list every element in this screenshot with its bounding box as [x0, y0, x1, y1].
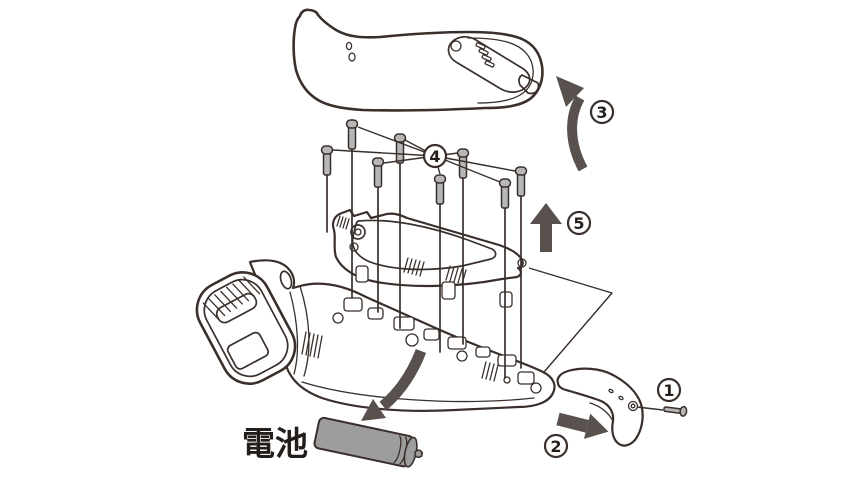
end-cap-screw-boss: [627, 400, 639, 412]
end-cap-screw: [663, 405, 688, 417]
screw: [498, 178, 512, 379]
end-cap-screw-leader: [636, 406, 664, 411]
cover-vent-slots: [475, 42, 495, 68]
chassis-hatch-left: [336, 215, 350, 230]
screw: [433, 174, 447, 353]
lift-arrowhead: [556, 76, 584, 107]
cover-inner-rim: [467, 37, 534, 104]
slide-arrow: [556, 412, 609, 439]
end-cap: [556, 367, 644, 447]
svg-text:2: 2: [550, 437, 561, 456]
battery-arrowhead: [361, 399, 386, 421]
shaver-head: [195, 271, 297, 385]
svg-text:3: 3: [596, 103, 607, 122]
battery-label: 電池: [242, 424, 308, 463]
up-arrow: [530, 203, 562, 252]
svg-text:4: 4: [429, 147, 440, 166]
cover-hole-2: [348, 52, 356, 62]
head-foil-hatch: [202, 276, 261, 321]
step-badge-5: 5: [566, 210, 592, 236]
chassis-hook-tabs: [355, 265, 513, 308]
cover-hole-1: [345, 41, 353, 51]
chassis-bearing: [350, 224, 366, 240]
cover-corner-detail: [518, 74, 540, 95]
chassis-end-hole: [517, 258, 527, 268]
body-hatch-2: [481, 361, 499, 382]
chassis-hole: [349, 242, 359, 252]
screw: [514, 166, 528, 369]
body-hatch-1: [301, 331, 323, 359]
body-slot-hole: [279, 270, 293, 290]
cover-recess-boss: [450, 40, 462, 52]
battery-arrow: [361, 348, 427, 421]
screws-group: [320, 119, 528, 379]
end-cap-leader-lines: [528, 267, 613, 380]
screw: [320, 145, 334, 233]
cover-recess: [447, 36, 531, 93]
step-badge-1: 1: [656, 377, 682, 403]
screw: [393, 133, 407, 329]
lift-arrow: [556, 76, 588, 172]
svg-text:5: 5: [573, 214, 584, 233]
battery: [313, 416, 423, 468]
screw: [345, 119, 359, 299]
step-badge-3: 3: [589, 99, 615, 125]
chassis-hatch-1: [403, 257, 425, 277]
step-badge-2: 2: [543, 433, 569, 459]
body-components: [332, 297, 542, 394]
main-body: [248, 259, 556, 412]
screw: [456, 148, 470, 345]
svg-text:1: 1: [663, 381, 674, 400]
screw: [371, 157, 385, 313]
inner-chassis: [331, 208, 527, 308]
step-badge-4: 4: [422, 143, 448, 169]
rear-cover: [292, 8, 544, 112]
head-window: [226, 331, 269, 370]
